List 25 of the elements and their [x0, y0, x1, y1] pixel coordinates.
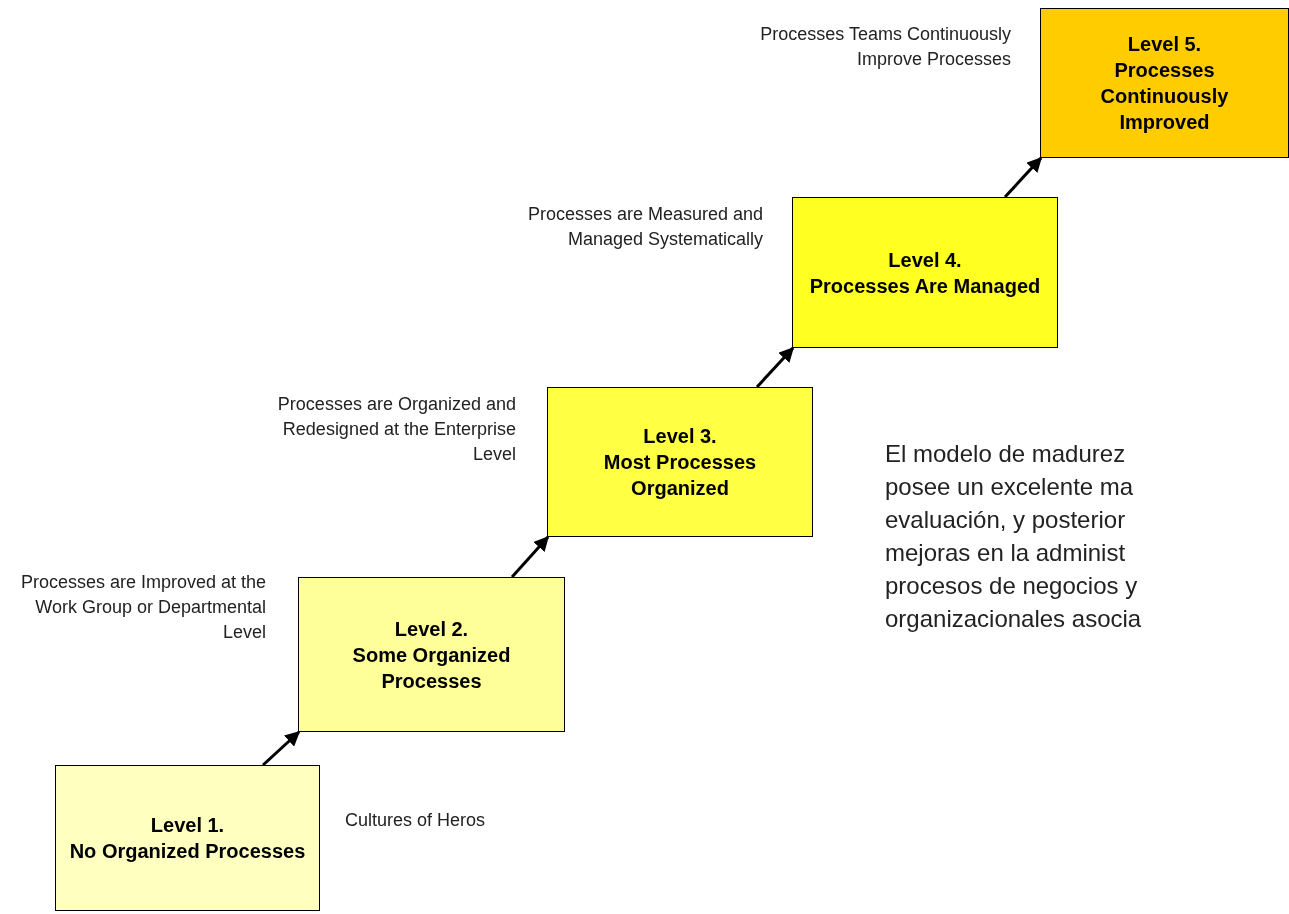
level-description: Processes are Improved at the Work Group or Departmental Level: [19, 571, 266, 644]
level-description: Cultures of Heros: [345, 809, 487, 832]
level-title: No Organized Processes: [69, 839, 306, 864]
level-title: Processes Are Managed: [809, 273, 1041, 299]
level-description: Processes Teams Continuously Improve Processes: [759, 23, 1011, 71]
level-title: Most Processes Organized: [602, 450, 758, 501]
arrow: [755, 346, 795, 388]
level-number: Level 1.: [150, 813, 225, 838]
level-box: [55, 765, 320, 911]
level-title: Processes Continuously Improved: [1099, 58, 1230, 135]
level-box: [792, 197, 1058, 348]
arrow: [262, 730, 301, 767]
arrow: [510, 535, 550, 578]
level-description: Processes are Organized and Redesigned at the Enterprise Level: [276, 393, 516, 466]
level-title: Some Organized Processes: [351, 642, 512, 694]
level-number: Level 5.: [1127, 32, 1202, 57]
arrow: [1003, 156, 1043, 198]
level-box: [298, 577, 565, 732]
level-description: Processes are Measured and Managed Systematically: [526, 203, 763, 251]
level-box: [1040, 8, 1289, 158]
level-box: [547, 387, 813, 537]
level-number: Level 2.: [394, 616, 469, 642]
level-number: Level 4.: [888, 247, 962, 273]
description-paragraph: El modelo de madurez posee un excelente ma evaluación, y posterior mejoras en la administ procesos de negocios y organizacionales asocia: [885, 439, 1143, 634]
level-number: Level 3.: [643, 424, 717, 449]
